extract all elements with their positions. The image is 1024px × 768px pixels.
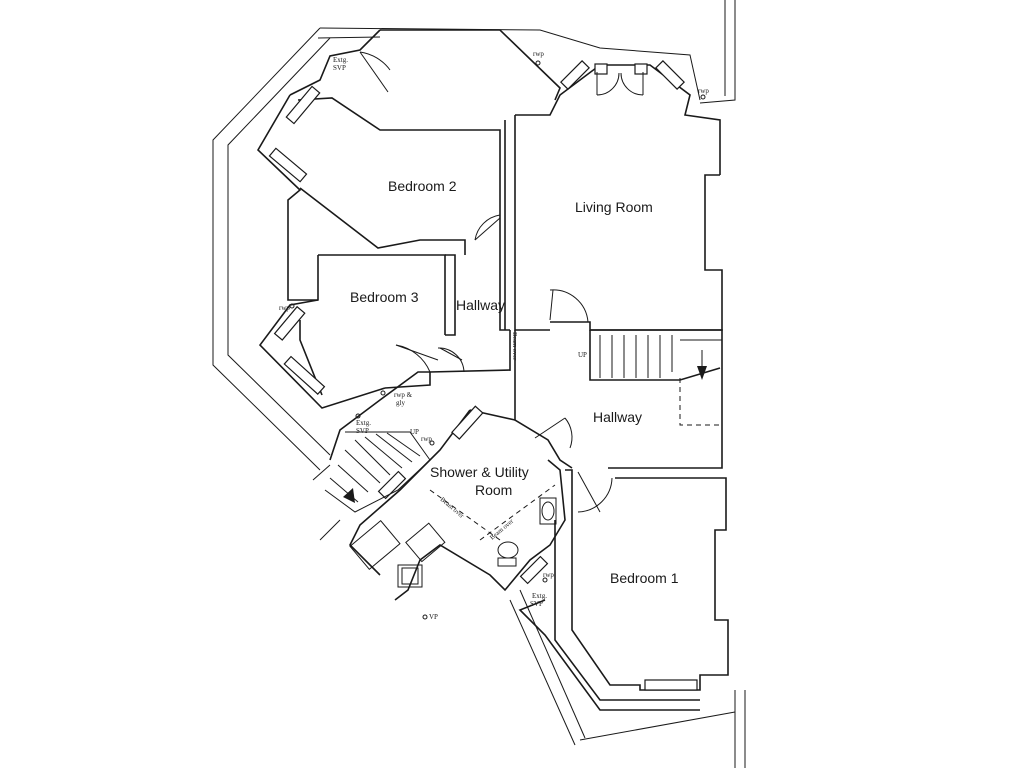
svp-note-mid: Extg. bbox=[356, 419, 371, 427]
vp-note: VP bbox=[429, 613, 438, 621]
bedroom-2-label: Bedroom 2 bbox=[388, 178, 457, 194]
bedroom-3-label: Bedroom 3 bbox=[350, 289, 419, 305]
svp-note-mid-2: SVP bbox=[356, 427, 369, 435]
beam-note-1: Beam over bbox=[511, 332, 518, 361]
svp-note-low-2: SVP bbox=[530, 600, 543, 608]
hallway-upper-label: Hallway bbox=[456, 297, 505, 313]
up-note-left: UP bbox=[410, 428, 419, 436]
svp-note-top-2: SVP bbox=[333, 64, 346, 72]
fixtures bbox=[349, 497, 557, 588]
stairs-left bbox=[312, 431, 431, 541]
up-note-right: UP bbox=[578, 351, 587, 359]
rwp-gly-note-2: gly bbox=[396, 399, 405, 407]
rwp-note-top: rwp bbox=[533, 50, 544, 58]
living-room-label: Living Room bbox=[575, 199, 653, 215]
rwp-note-top-right: rwp bbox=[698, 87, 709, 95]
building-walls bbox=[256, 29, 729, 711]
rwp-note-left: rwp bbox=[279, 304, 290, 312]
shower-utility-label-line2: Room bbox=[475, 482, 512, 498]
pipe-markers bbox=[289, 60, 706, 620]
shower-utility-label-line1: Shower & Utility bbox=[430, 464, 529, 480]
svp-note-top: Extg. bbox=[333, 56, 348, 64]
rwp-note-lower: rwp bbox=[543, 571, 554, 579]
rwp-note-mid: rwp bbox=[421, 435, 432, 443]
stairs-right bbox=[599, 335, 722, 426]
svp-note-low: Extg. bbox=[532, 592, 547, 600]
beam-lines bbox=[429, 330, 556, 541]
hallway-lower-label: Hallway bbox=[593, 409, 642, 425]
beam-note-2: Beam over bbox=[439, 496, 466, 520]
windows bbox=[268, 60, 698, 691]
doors bbox=[359, 51, 644, 513]
beam-note-3: Beam over bbox=[489, 517, 516, 541]
bedroom-1-label: Bedroom 1 bbox=[610, 570, 679, 586]
rwp-gly-note-1: rwp & bbox=[394, 391, 413, 399]
